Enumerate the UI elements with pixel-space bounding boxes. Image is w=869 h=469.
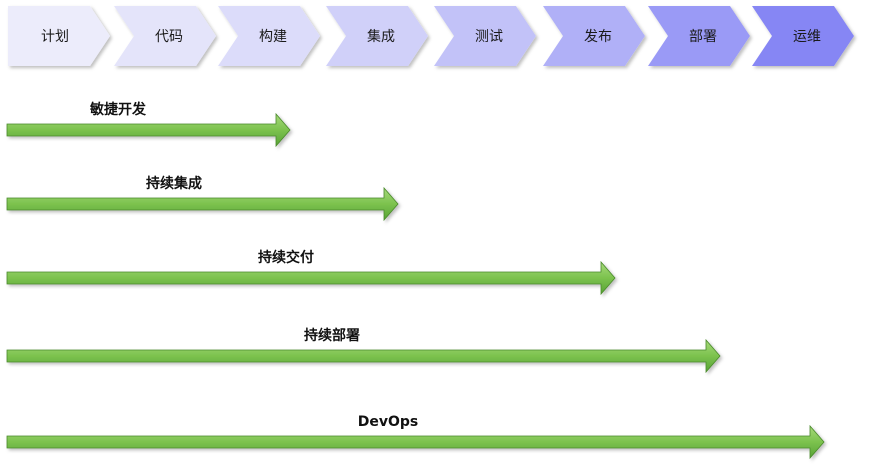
stage-chevron-shape xyxy=(114,6,216,66)
practice-4: 持续部署 xyxy=(6,327,721,374)
stage-label: 运维 xyxy=(793,29,821,45)
practice-arrow xyxy=(6,338,721,374)
practice-2: 持续集成 xyxy=(6,175,399,222)
practice-arrow xyxy=(6,186,399,222)
practice-label: DevOps xyxy=(358,414,419,430)
stage-6: 发布 xyxy=(543,6,645,66)
practice-label: 敏捷开发 xyxy=(89,101,147,118)
practice-3: 持续交付 xyxy=(6,249,616,296)
stage-chevron-shape xyxy=(648,6,750,66)
stage-8: 运维 xyxy=(752,6,854,66)
stage-4: 集成 xyxy=(326,6,428,66)
stage-chevron-shape xyxy=(543,6,645,66)
stage-chevron-shape xyxy=(326,6,428,66)
stage-label: 集成 xyxy=(367,28,395,45)
practice-arrow xyxy=(6,424,825,460)
practice-label: 持续部署 xyxy=(304,327,360,344)
stage-3: 构建 xyxy=(218,6,320,66)
stage-label: 测试 xyxy=(475,29,503,45)
stage-chevron-row: 计划 代码 构建 集成 测试 发布 部署 运维 xyxy=(8,6,854,66)
practice-label: 持续交付 xyxy=(258,249,314,266)
stage-label: 部署 xyxy=(689,29,717,45)
practice-label: 持续集成 xyxy=(146,175,202,192)
stage-label: 构建 xyxy=(259,29,287,45)
stage-1: 计划 xyxy=(8,6,110,66)
practice-arrow xyxy=(6,112,291,148)
stage-7: 部署 xyxy=(648,6,750,66)
practice-arrow xyxy=(6,260,616,296)
practice-5: DevOps xyxy=(6,414,825,460)
stage-chevron-shape xyxy=(218,6,320,66)
stage-chevron-shape xyxy=(752,6,854,66)
practice-1: 敏捷开发 xyxy=(6,101,291,148)
stage-5: 测试 xyxy=(434,6,536,66)
stage-label: 计划 xyxy=(41,29,69,45)
stage-label: 发布 xyxy=(584,29,612,45)
stage-chevron-shape xyxy=(8,6,110,66)
stage-label: 代码 xyxy=(155,29,183,45)
stage-2: 代码 xyxy=(114,6,216,66)
stage-chevron-shape xyxy=(434,6,536,66)
